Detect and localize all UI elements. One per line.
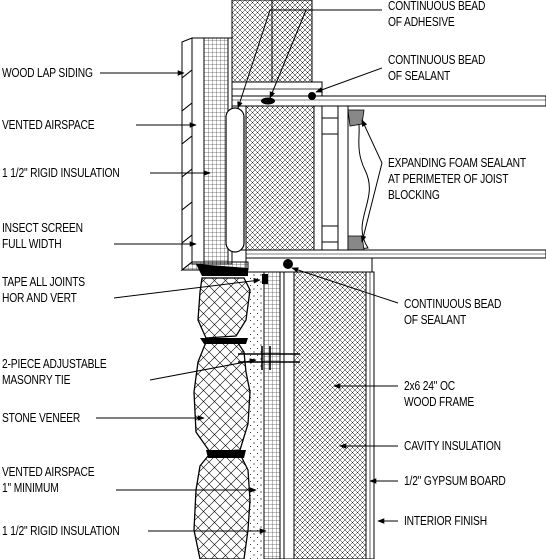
label-wood-lap-siding: WOOD LAP SIDING <box>2 66 93 80</box>
joist-blocking <box>313 105 370 251</box>
vented-airspace-upper <box>191 37 205 265</box>
label-cavity-insulation: CAVITY INSULATION <box>404 439 501 453</box>
label-bead-adhesive: CONTINUOUS BEAD OF ADHESIVE <box>388 0 486 29</box>
label-bead-sealant-mid: CONTINUOUS BEAD OF SEALANT <box>404 297 502 327</box>
rigid-insulation-upper <box>203 37 229 265</box>
leader-lines <box>96 9 399 534</box>
label-interior-finish: INTERIOR FINISH <box>404 514 487 528</box>
label-vented-airspace-top: VENTED AIRSPACE <box>2 118 95 132</box>
label-vented-airspace-bottom: VENTED AIRSPACE 1" MINIMUM <box>2 465 95 495</box>
label-insect-screen: INSECT SCREEN FULL WIDTH <box>2 221 83 251</box>
floor-cavity-insulation <box>245 105 315 251</box>
label-masonry-tie: 2-PIECE ADJUSTABLE MASONRY TIE <box>2 357 107 387</box>
adhesive-bead <box>261 97 275 105</box>
sealant-bead-top <box>308 92 316 100</box>
label-rigid-insulation-bottom: 1 1/2" RIGID INSULATION <box>2 524 120 538</box>
sealant-bead-mid <box>283 259 293 269</box>
label-stone-veneer: STONE VENEER <box>2 411 81 425</box>
cavity-insulation-lower <box>293 271 367 559</box>
stone-veneer <box>193 277 251 559</box>
rigid-insulation-lower <box>263 271 281 559</box>
label-gypsum-board: 1/2" GYPSUM BOARD <box>404 474 506 488</box>
subfloor <box>231 95 546 107</box>
label-wood-frame: 2x6 24" OC WOOD FRAME <box>404 379 475 409</box>
label-rigid-insulation-top: 1 1/2" RIGID INSULATION <box>2 166 120 180</box>
label-foam-sealant: EXPANDING FOAM SEALANT AT PERIMETER OF J… <box>388 156 527 202</box>
foam-sealant <box>347 109 365 251</box>
masonry-tie <box>238 346 300 370</box>
label-tape-joints: TAPE ALL JOINTS HOR AND VERT <box>2 275 85 305</box>
label-bead-sealant-top: CONTINUOUS BEAD OF SEALANT <box>388 53 486 83</box>
